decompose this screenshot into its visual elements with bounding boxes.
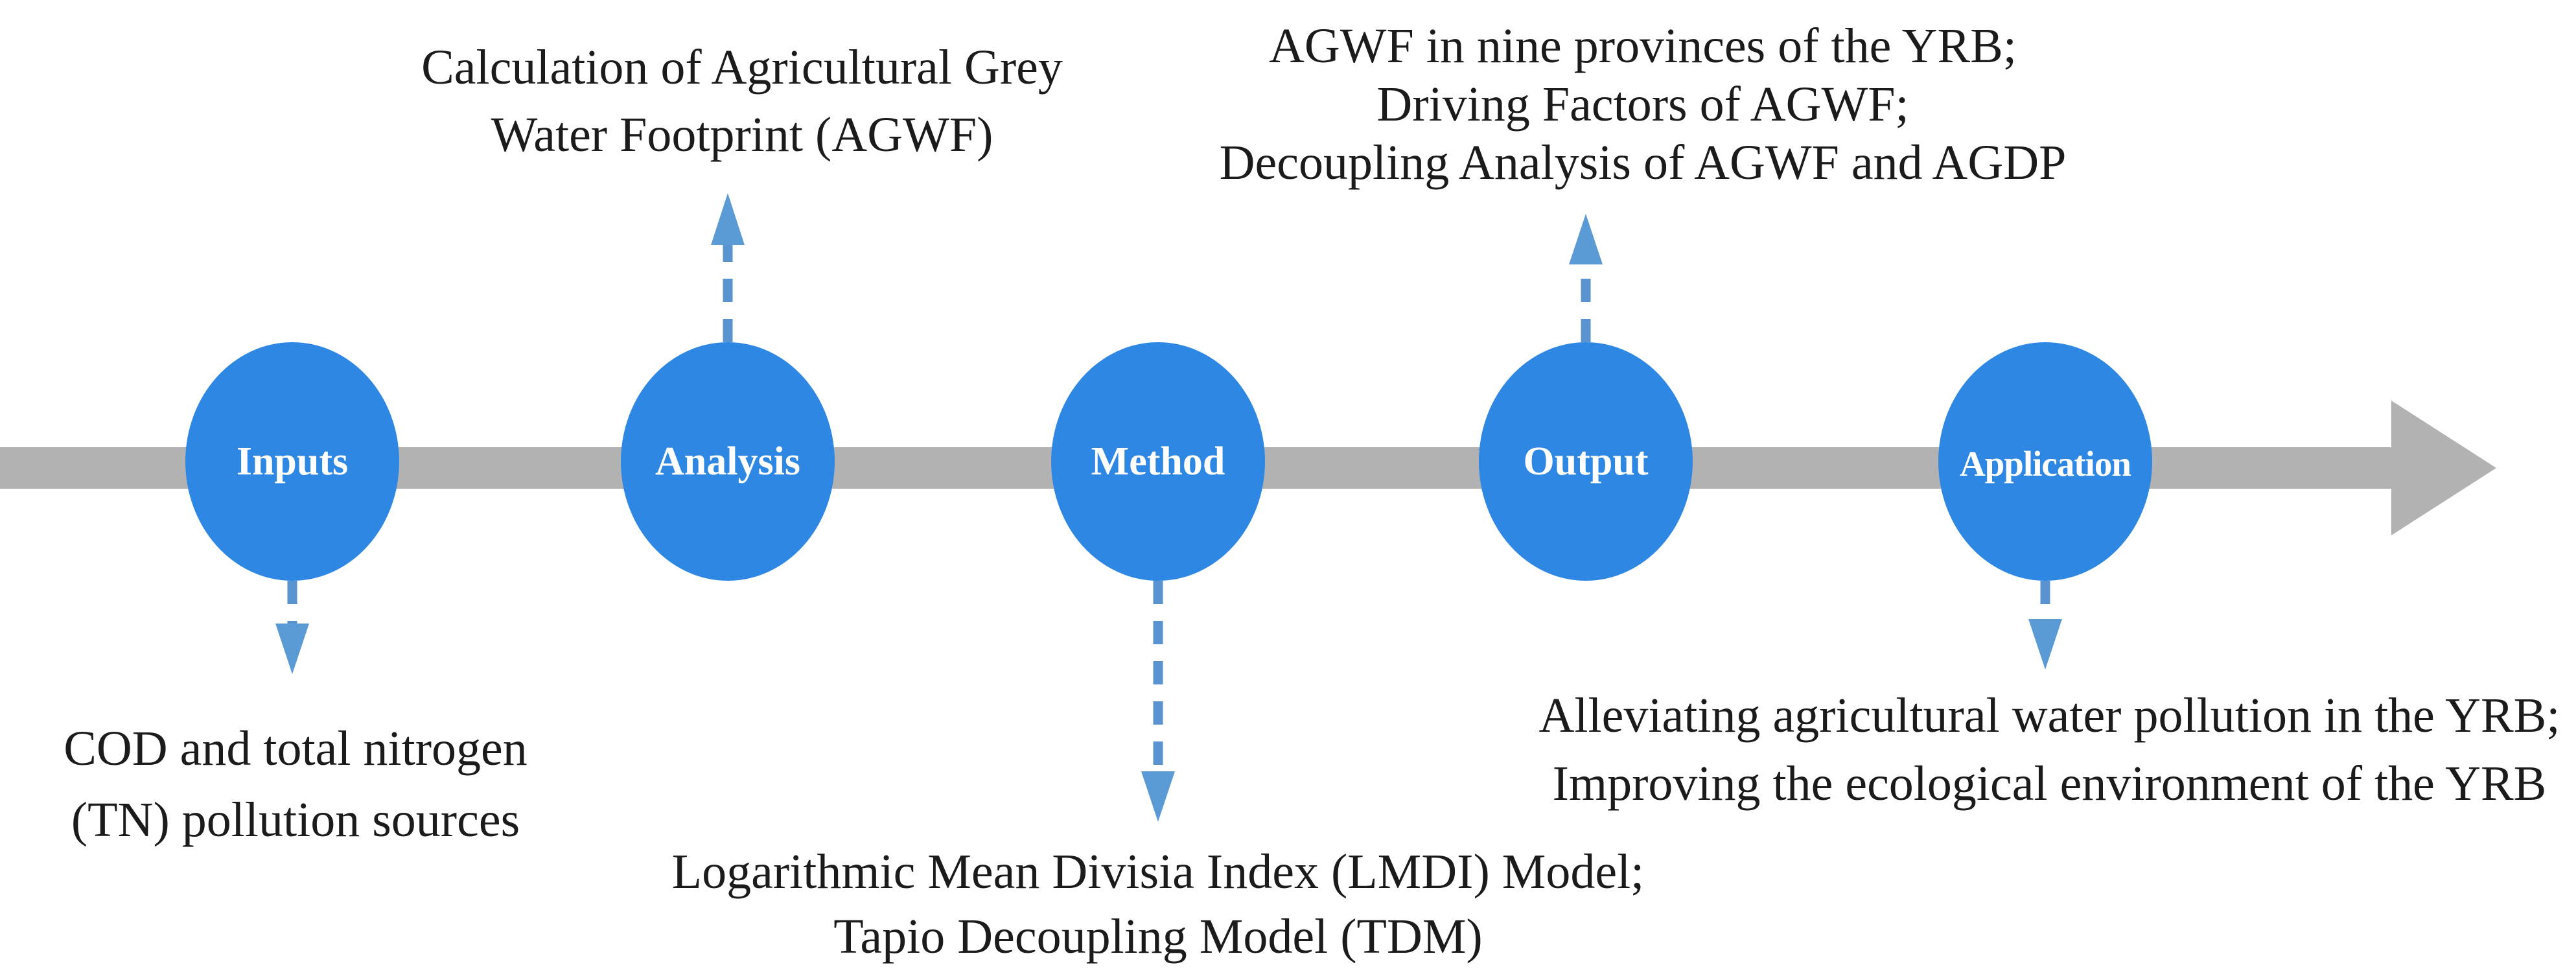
node-label-method: Method	[1091, 439, 1225, 484]
annotation-output-line-2: Driving Factors of AGWF;	[1376, 77, 1909, 132]
node-label-application: Application	[1959, 444, 2131, 484]
node-circle-application	[1938, 342, 2152, 581]
node-circle-analysis	[621, 342, 835, 581]
connector-arrowhead-output-icon	[1569, 214, 1603, 264]
connector-arrowhead-inputs-icon	[275, 624, 309, 674]
annotation-output-line-3: Decoupling Analysis of AGWF and AGDP	[1219, 135, 2067, 190]
annotation-application-line-2: Improving the ecological environment of …	[1552, 756, 2547, 811]
annotation-analysis-line-1: Calculation of Agricultural Grey	[421, 40, 1063, 95]
timeline-arrowhead-icon	[2391, 401, 2496, 535]
node-label-inputs: Inputs	[236, 439, 349, 484]
node-circle-output	[1479, 342, 1693, 581]
annotation-analysis: Calculation of Agricultural Grey Water F…	[288, 34, 1196, 169]
node-circle-method	[1051, 342, 1265, 581]
annotation-method-line-2: Tapio Decoupling Model (TDM)	[833, 909, 1483, 964]
annotation-inputs-line-1: COD and total nitrogen	[64, 721, 528, 776]
annotation-inputs: COD and total nitrogen (TN) pollution so…	[4, 713, 587, 856]
connector-arrowhead-method-icon	[1141, 771, 1175, 822]
connector-arrowhead-application-icon	[2028, 619, 2062, 670]
annotation-analysis-line-2: Water Footprint (AGWF)	[491, 108, 993, 162]
node-label-output: Output	[1523, 439, 1649, 484]
annotation-output: AGWF in nine provinces of the YRB; Drivi…	[1124, 17, 2161, 192]
annotation-inputs-line-2: (TN) pollution sources	[71, 793, 520, 847]
connector-arrowhead-analysis-icon	[711, 193, 745, 245]
node-label-analysis: Analysis	[655, 439, 800, 484]
annotation-method: Logarithmic Mean Divisia Index (LMDI) Mo…	[635, 839, 1681, 969]
annotation-application: Alleviating agricultural water pollution…	[1516, 682, 2576, 818]
node-circle-inputs	[185, 342, 399, 581]
annotation-application-line-1: Alleviating agricultural water pollution…	[1538, 688, 2560, 743]
annotation-method-line-1: Logarithmic Mean Divisia Index (LMDI) Mo…	[671, 845, 1645, 899]
annotation-output-line-1: AGWF in nine provinces of the YRB;	[1269, 19, 2017, 73]
